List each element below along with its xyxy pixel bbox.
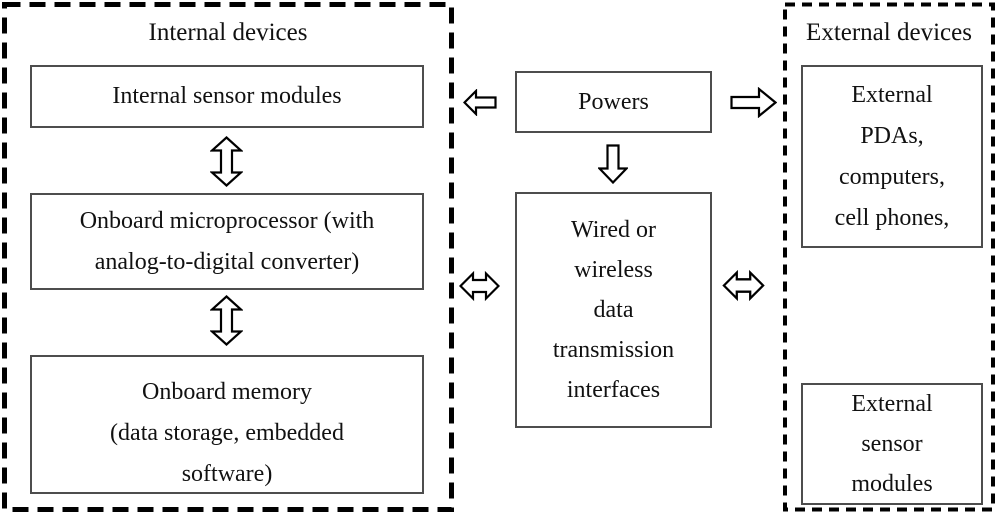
text-line: Wired or	[571, 217, 656, 243]
internal-devices-title: Internal devices	[148, 19, 308, 46]
microprocessor-memory-double-arrow-icon	[210, 295, 243, 346]
external-sensor-modules-box: External sensor modules	[801, 383, 983, 505]
text-line: External	[851, 81, 933, 108]
internal-sensor-microprocessor-double-arrow-icon	[210, 136, 243, 187]
text-line: Powers	[578, 88, 649, 115]
internal-devices-panel-border	[2, 2, 454, 512]
onboard-memory-box: Onboard memory (data storage, embedded s…	[30, 355, 424, 494]
powers-to-external-arrow-icon	[730, 87, 777, 118]
text-line: PDAs,	[860, 122, 924, 149]
text-line: transmission	[552, 337, 675, 363]
data-transmission-interfaces-box: Wired or wireless data transmission inte…	[515, 192, 712, 428]
onboard-microprocessor-box: Onboard microprocessor (with analog-to-d…	[30, 193, 424, 290]
text-line: wireless	[574, 257, 653, 283]
text-line: interfaces	[566, 377, 661, 403]
text-line: Onboard memory	[142, 379, 312, 405]
text-line: software)	[181, 461, 273, 487]
text-line: computers,	[839, 163, 945, 190]
internal-sensor-modules-box: Internal sensor modules	[30, 65, 424, 128]
powers-to-internal-arrow-icon	[463, 89, 497, 116]
transmission-internal-double-arrow-icon	[459, 270, 500, 302]
text-line: cell phones,	[834, 204, 950, 231]
text-line: data	[593, 297, 634, 323]
text-line: External	[851, 391, 933, 417]
powers-to-transmission-arrow-icon	[598, 144, 628, 184]
external-pdas-box: External PDAs, computers, cell phones,	[801, 65, 983, 248]
text-line: Onboard microprocessor (with	[79, 207, 375, 234]
text-line: analog-to-digital converter)	[94, 248, 360, 275]
text-line: modules	[851, 471, 933, 497]
external-devices-panel-border	[783, 2, 995, 512]
external-devices-title: External devices	[806, 19, 972, 46]
powers-box: Powers	[515, 71, 712, 133]
text-line: Internal sensor modules	[112, 83, 342, 109]
transmission-external-double-arrow-icon	[722, 269, 765, 302]
text-line: sensor	[861, 431, 923, 457]
text-line: (data storage, embedded	[110, 420, 344, 446]
